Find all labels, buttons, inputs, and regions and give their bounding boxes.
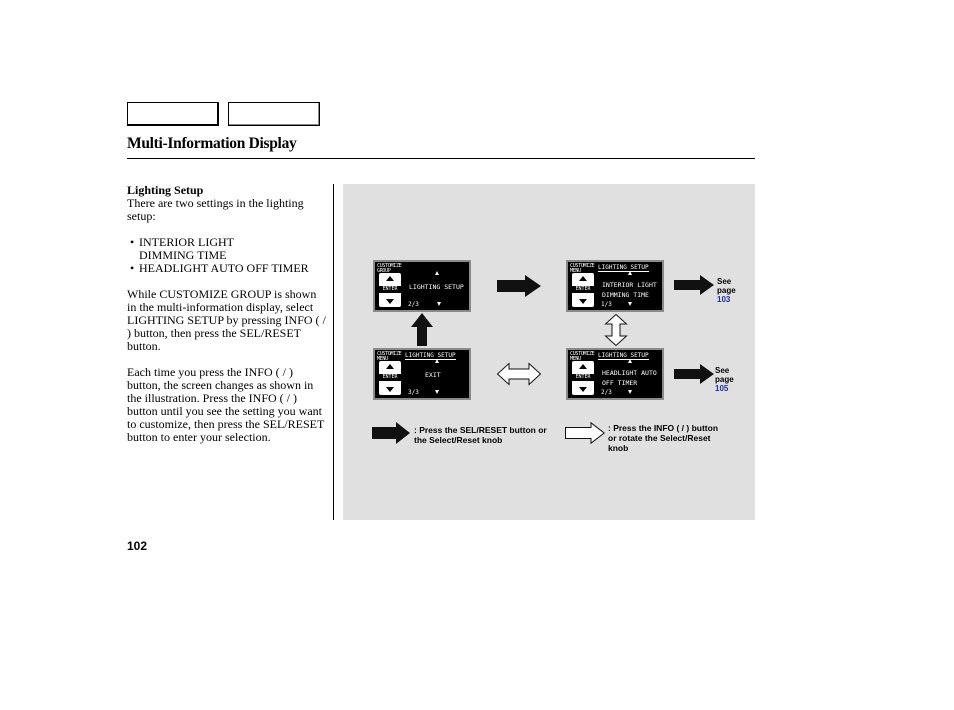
screen-side-label: CUSTOMIZE GROUP (377, 263, 402, 274)
title-divider (127, 158, 755, 159)
screen-side-label: CUSTOMIZE MENU (570, 351, 595, 362)
bullet-icon: • (130, 235, 135, 249)
black-arrow-up-icon (411, 313, 433, 346)
intro-text: There are two settings in the lighting s… (127, 196, 304, 223)
legend-black-arrow-icon (372, 422, 410, 444)
list-item: • HEADLIGHT AUTO OFF TIMER (127, 262, 327, 275)
see-page-label: See page (717, 277, 736, 295)
screen-text: EXIT (425, 371, 441, 379)
bullet-icon: • (130, 261, 135, 275)
instruction-paragraph-1: While CUSTOMIZE GROUP is shown in the mu… (127, 287, 326, 353)
screen-header: LIGHTING SETUP (598, 352, 649, 360)
display-screen-interior-light: CUSTOMIZE MENU ENTER LIGHTING SETUP INTE… (566, 260, 664, 312)
enter-label: ENTER (572, 374, 594, 381)
black-arrow-right-icon (674, 275, 714, 295)
screen-text: INTERIOR LIGHT DIMMING TIME (602, 281, 657, 299)
list-item-label: INTERIOR LIGHT DIMMING TIME (139, 235, 234, 262)
screen-page-indicator: 1/3 (601, 301, 612, 308)
list-item-label: HEADLIGHT AUTO OFF TIMER (139, 261, 309, 275)
page-number: 102 (127, 539, 148, 553)
enter-label: ENTER (379, 286, 401, 293)
scroll-down-icon (628, 302, 632, 306)
column-divider (333, 184, 334, 520)
enter-label: ENTER (572, 286, 594, 293)
screen-side-label: CUSTOMIZE MENU (570, 263, 595, 274)
scroll-down-icon (628, 390, 632, 394)
see-page-ref: See page 105 (715, 366, 743, 393)
settings-list: • INTERIOR LIGHT DIMMING TIME • HEADLIGHT … (127, 236, 327, 275)
display-screen-headlight-timer: CUSTOMIZE MENU ENTER LIGHTING SETUP HEAD… (566, 348, 664, 400)
scroll-up-icon (628, 359, 632, 363)
screen-page-indicator: 2/3 (408, 301, 419, 308)
legend-black-arrow-text: : Press the SEL/RESET button or the Sele… (414, 425, 547, 445)
display-screen-exit: CUSTOMIZE MENU ENTER LIGHTING SETUP EXIT… (373, 348, 471, 400)
screen-header: LIGHTING SETUP (598, 264, 649, 272)
screen-text: HEADLIGHT AUTO OFF TIMER (602, 369, 657, 387)
screen-text: LIGHTING SETUP (409, 283, 464, 291)
scroll-up-icon (628, 271, 632, 275)
screen-header: LIGHTING SETUP (405, 352, 456, 360)
legend-white-arrow-icon (565, 421, 606, 445)
nav-tab-box-1 (127, 102, 219, 126)
see-page-label: See page (715, 366, 734, 384)
illustration-panel: CUSTOMIZE GROUP ENTER LIGHTING SETUP 2/3… (343, 184, 755, 520)
list-item: • INTERIOR LIGHT DIMMING TIME (127, 236, 327, 262)
black-arrow-right-icon (497, 275, 541, 297)
screen-side-label: CUSTOMIZE MENU (377, 351, 402, 362)
scroll-up-icon (435, 359, 439, 363)
screen-page-indicator: 3/3 (408, 389, 419, 396)
scroll-up-icon (435, 271, 439, 275)
nav-tab-box-2 (228, 102, 320, 126)
see-page-number-link[interactable]: 105 (715, 384, 729, 393)
screen-page-indicator: 2/3 (601, 389, 612, 396)
enter-label: ENTER (379, 374, 401, 381)
scroll-down-icon (435, 390, 439, 394)
text-column: Lighting Setup There are two settings in… (127, 184, 327, 444)
white-double-arrow-vertical-icon (604, 313, 628, 347)
see-page-number-link[interactable]: 103 (717, 295, 731, 304)
select-knob-icon: ENTER (379, 273, 401, 307)
select-knob-icon: ENTER (572, 361, 594, 395)
white-double-arrow-horizontal-icon (496, 362, 542, 386)
page-title: Multi-Information Display (127, 135, 297, 152)
instruction-paragraph-2: Each time you press the INFO ( / ) butto… (127, 365, 325, 444)
section-heading: Lighting Setup (127, 183, 204, 197)
see-page-ref: See page 103 (717, 277, 745, 304)
select-knob-icon: ENTER (572, 273, 594, 307)
scroll-down-icon (437, 302, 441, 306)
legend-white-arrow-text: : Press the INFO ( / ) button or rotate … (608, 423, 719, 453)
display-screen-customize-group: CUSTOMIZE GROUP ENTER LIGHTING SETUP 2/3 (373, 260, 471, 312)
black-arrow-right-icon (674, 364, 714, 384)
select-knob-icon: ENTER (379, 361, 401, 395)
